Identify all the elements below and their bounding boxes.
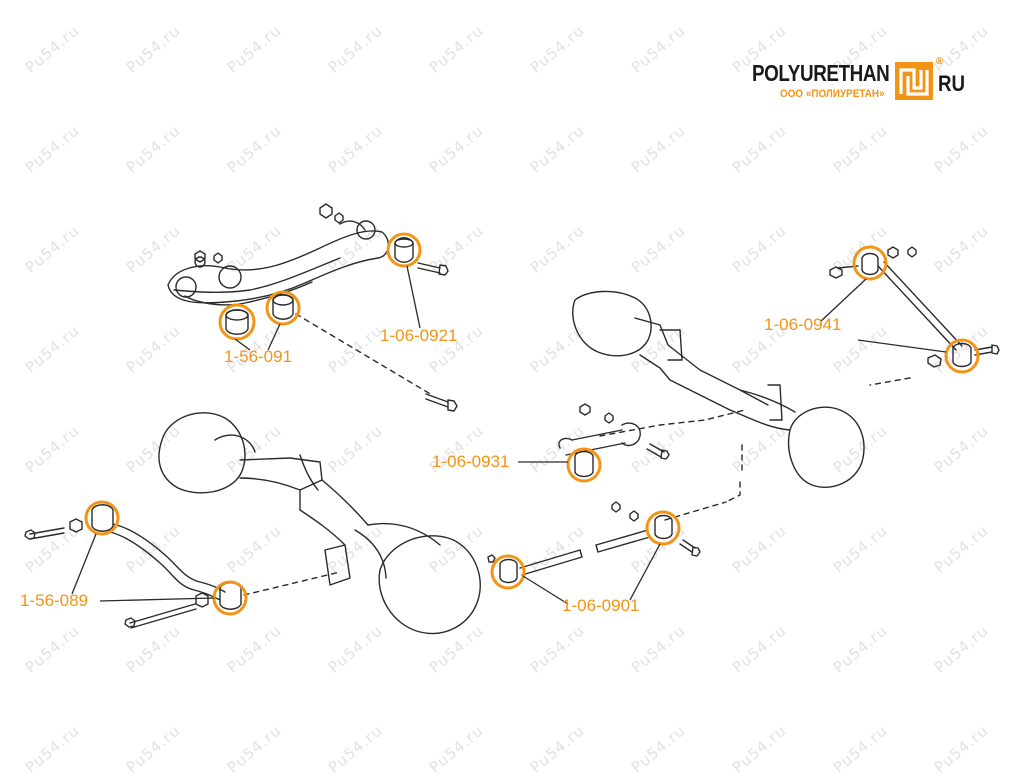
highlight-1-56-091-a — [218, 303, 256, 341]
stabilizer-bar — [24, 518, 341, 629]
highlight-circles — [84, 232, 980, 616]
highlight-1-06-0901-a — [490, 554, 526, 590]
rear-axle-right — [572, 290, 865, 503]
highlight-1-56-089-a — [84, 500, 120, 536]
upper-control-arm — [167, 203, 389, 306]
part-label-1-06-0931: 1-06-0931 — [432, 452, 510, 471]
part-label-1-06-0941: 1-06-0941 — [764, 315, 842, 334]
polyurethan-logo: POLYURETHAN ® RU ООО «ПОЛИУРЕТАН» — [752, 56, 967, 110]
leader-lines — [71, 265, 947, 605]
assembly-guide-line — [295, 313, 433, 396]
highlight-1-06-0931 — [566, 447, 602, 483]
bolt-upper-right — [417, 262, 449, 276]
brand-domain: RU — [938, 71, 966, 96]
highlight-1-06-0941-a — [852, 245, 888, 281]
nut-icon — [319, 203, 333, 219]
brand-symbol-icon — [899, 68, 929, 96]
part-label-1-06-0901: 1-06-0901 — [562, 596, 640, 615]
lateral-rod — [829, 246, 1000, 386]
highlight-1-06-0901-b — [645, 510, 681, 546]
lower-link-short — [558, 403, 746, 460]
brand-name: POLYURETHAN — [752, 60, 890, 86]
registered-mark: ® — [936, 56, 944, 67]
brand-mark-icon — [895, 62, 933, 100]
highlight-1-06-0941-b — [944, 338, 980, 374]
long-bolt — [425, 393, 458, 412]
part-label-1-56-091: 1-56-091 — [224, 347, 293, 366]
company-name: ООО «ПОЛИУРЕТАН» — [780, 88, 885, 100]
highlight-1-56-091-b — [265, 290, 301, 326]
part-label-1-56-089: 1-56-089 — [20, 591, 89, 610]
lower-link-long — [487, 501, 727, 576]
part-label-1-06-0921: 1-06-0921 — [380, 326, 458, 345]
rear-axle-left — [158, 412, 481, 635]
bushing-shapes — [91, 237, 972, 610]
highlight-1-06-0921 — [386, 232, 422, 268]
